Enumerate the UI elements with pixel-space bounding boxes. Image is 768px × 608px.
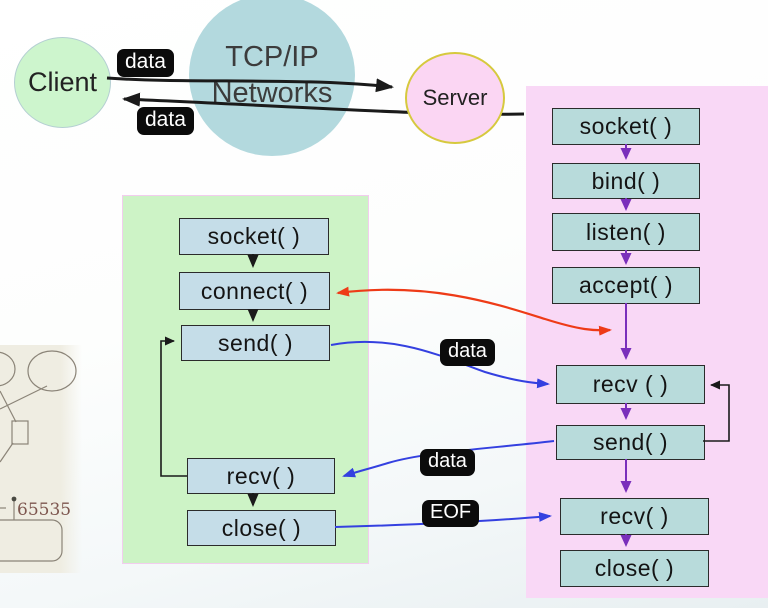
client-close-label: close( )	[221, 514, 302, 541]
server-circle: Server	[405, 52, 505, 144]
inset-ellipse-right	[27, 350, 77, 392]
client-connect-box: connect( )	[179, 272, 330, 310]
client-label: Client	[27, 67, 98, 97]
server-accept-box: accept( )	[552, 267, 700, 304]
client-recv-label: recv( )	[226, 462, 296, 489]
inset-rounded-rect	[0, 519, 63, 562]
eof-tag: EOF	[422, 500, 480, 527]
inset-connector	[0, 442, 14, 463]
client-recv-box: recv( )	[187, 458, 335, 494]
client-circle: Client	[14, 37, 111, 128]
client-send-box: send( )	[181, 325, 330, 361]
server-accept-label: accept( )	[579, 272, 673, 298]
data-tag-top-response: data	[137, 107, 194, 135]
inset-connector	[0, 390, 17, 423]
inset-pin-dot	[11, 496, 17, 502]
server-socket-box: socket( )	[552, 108, 700, 145]
data-tag-top-request: data	[117, 49, 174, 77]
client-close-box: close( )	[187, 510, 336, 546]
client-socket-label: socket( )	[207, 223, 301, 249]
server-recv-label: recv ( )	[592, 371, 669, 397]
server-close-box: close( )	[560, 550, 709, 587]
port-number-label: 65535	[17, 500, 71, 520]
server-recv-box: recv ( )	[556, 365, 705, 404]
server-recv2-box: recv( )	[560, 498, 709, 535]
network-circle: TCP/IP Networks	[189, 0, 355, 156]
data-tag-request: data	[440, 339, 495, 366]
server-close-label: close( )	[594, 555, 675, 581]
network-label-line2: Networks	[211, 77, 333, 109]
client-socket-box: socket( )	[179, 218, 329, 255]
scanned-inset-diagram: 65535	[0, 345, 82, 573]
server-bind-label: bind( )	[591, 167, 661, 194]
server-socket-label: socket( )	[579, 113, 673, 139]
client-send-label: send( )	[217, 329, 294, 356]
server-send-box: send( )	[556, 425, 705, 460]
server-listen-label: listen( )	[586, 218, 666, 245]
inset-square	[11, 420, 29, 445]
server-label: Server	[422, 85, 488, 110]
inset-shapes: 65535	[0, 350, 77, 562]
client-connect-label: connect( )	[200, 277, 309, 304]
network-label-line1: TCP/IP	[225, 40, 319, 73]
inset-ellipse-left	[0, 351, 16, 387]
data-tag-response: data	[420, 449, 475, 476]
server-send-label: send( )	[592, 429, 669, 455]
server-bind-box: bind( )	[552, 163, 700, 199]
server-recv2-label: recv( )	[600, 503, 669, 529]
server-listen-box: listen( )	[552, 213, 700, 251]
